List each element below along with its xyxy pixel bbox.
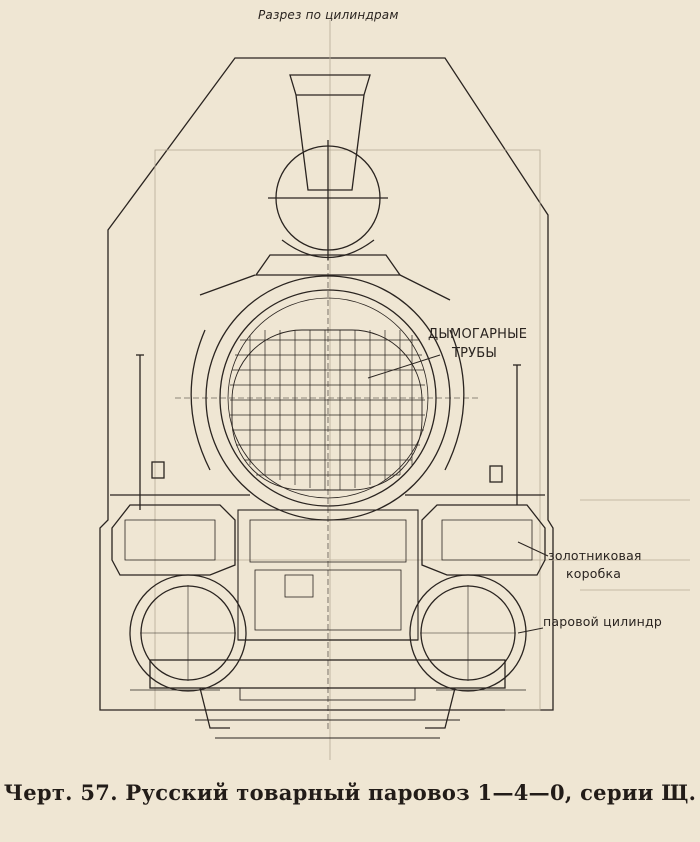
- smoke-tube-grid: [230, 330, 425, 490]
- loading-gauge-outline: [99, 57, 554, 711]
- label-steam-cylinder: паровой цилиндр: [543, 614, 663, 629]
- figure-caption: Черт. 57. Русский товарный паровоз 1—4—0…: [3, 780, 697, 805]
- left-valve-box: [111, 504, 236, 576]
- label-valve-box-line2: коробка: [566, 566, 622, 581]
- background-frame: [130, 20, 690, 760]
- label-smoke-tubes-line2: ТРУБЫ: [452, 346, 498, 361]
- left-cylinder-outer: [129, 574, 247, 692]
- label-valve-box-line1: золотниковая: [548, 548, 642, 563]
- locomotive-section-drawing: [99, 20, 690, 760]
- right-valve-box: [421, 504, 546, 576]
- right-cylinder-outer: [409, 574, 527, 692]
- section-title: Разрез по цилиндрам: [258, 8, 399, 22]
- label-smoke-tubes-line1: ДЫМОГАРНЫЕ: [428, 327, 528, 342]
